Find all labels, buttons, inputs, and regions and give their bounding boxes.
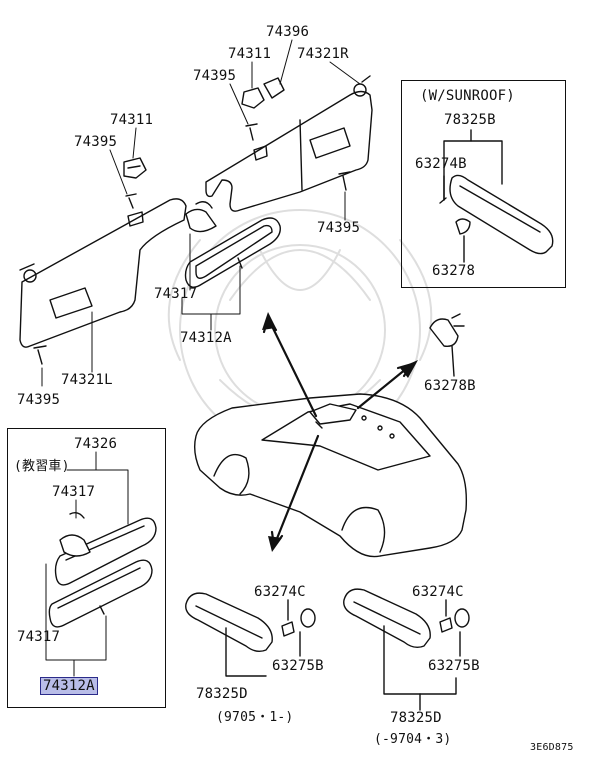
label-63274c-left: 63274C	[254, 584, 306, 600]
date-note-right: (-9704・3)	[374, 732, 452, 747]
clip-74396	[263, 77, 285, 99]
sunroof-frame	[401, 80, 566, 288]
rear-view-mirror-instructor	[48, 511, 157, 628]
label-63275b-left: 63275B	[272, 658, 324, 674]
diagram-code: 3E6D875	[530, 742, 574, 753]
label-74395-right: 74395	[317, 220, 361, 236]
rear-view-mirror-mid	[184, 201, 281, 288]
sunroof-title: (W/SUNROOF)	[420, 88, 515, 104]
label-74326: 74326	[74, 436, 118, 452]
label-78325b: 78325B	[444, 112, 496, 128]
label-78325d-left: 78325D	[196, 686, 248, 702]
label-63278b: 63278B	[424, 378, 476, 394]
car-body	[193, 393, 468, 558]
cap-63278b	[429, 313, 465, 377]
label-74312a-mid: 74312A	[180, 330, 232, 346]
instructor-car-frame	[7, 428, 166, 708]
label-74311-left: 74311	[110, 112, 154, 128]
sunroof-assist-grip	[439, 129, 554, 263]
sun-visor-left	[19, 198, 187, 348]
label-74317-mid: 74317	[154, 286, 198, 302]
label-74396: 74396	[266, 24, 310, 40]
label-63274b: 63274B	[415, 156, 467, 172]
label-78325d-right: 78325D	[390, 710, 442, 726]
label-74312a-highlighted: 74312A	[40, 677, 98, 695]
assist-grip-right	[343, 588, 470, 711]
label-74321r: 74321R	[297, 46, 349, 62]
clip-74311-top	[241, 87, 265, 109]
clip-74311-left	[123, 157, 147, 179]
label-74395-left: 74395	[74, 134, 118, 150]
label-63275b-right: 63275B	[428, 658, 480, 674]
screw-icons	[33, 123, 351, 365]
date-note-left: (9705・1-)	[216, 710, 294, 725]
label-74317-box-lower: 74317	[17, 629, 61, 645]
label-74317-box: 74317	[52, 484, 96, 500]
label-74321l: 74321L	[61, 372, 113, 388]
label-74395-top: 74395	[193, 68, 237, 84]
label-74395-bottom: 74395	[17, 392, 61, 408]
leader-lines-upper	[41, 39, 361, 387]
label-63274c-right: 63274C	[412, 584, 464, 600]
leader-lines-box	[45, 451, 129, 677]
sun-visor-right	[205, 75, 373, 212]
label-63278: 63278	[432, 263, 476, 279]
assist-grip-left	[185, 592, 316, 677]
instructor-car-note: (教習車)	[14, 459, 70, 474]
label-74311-top: 74311	[228, 46, 272, 62]
